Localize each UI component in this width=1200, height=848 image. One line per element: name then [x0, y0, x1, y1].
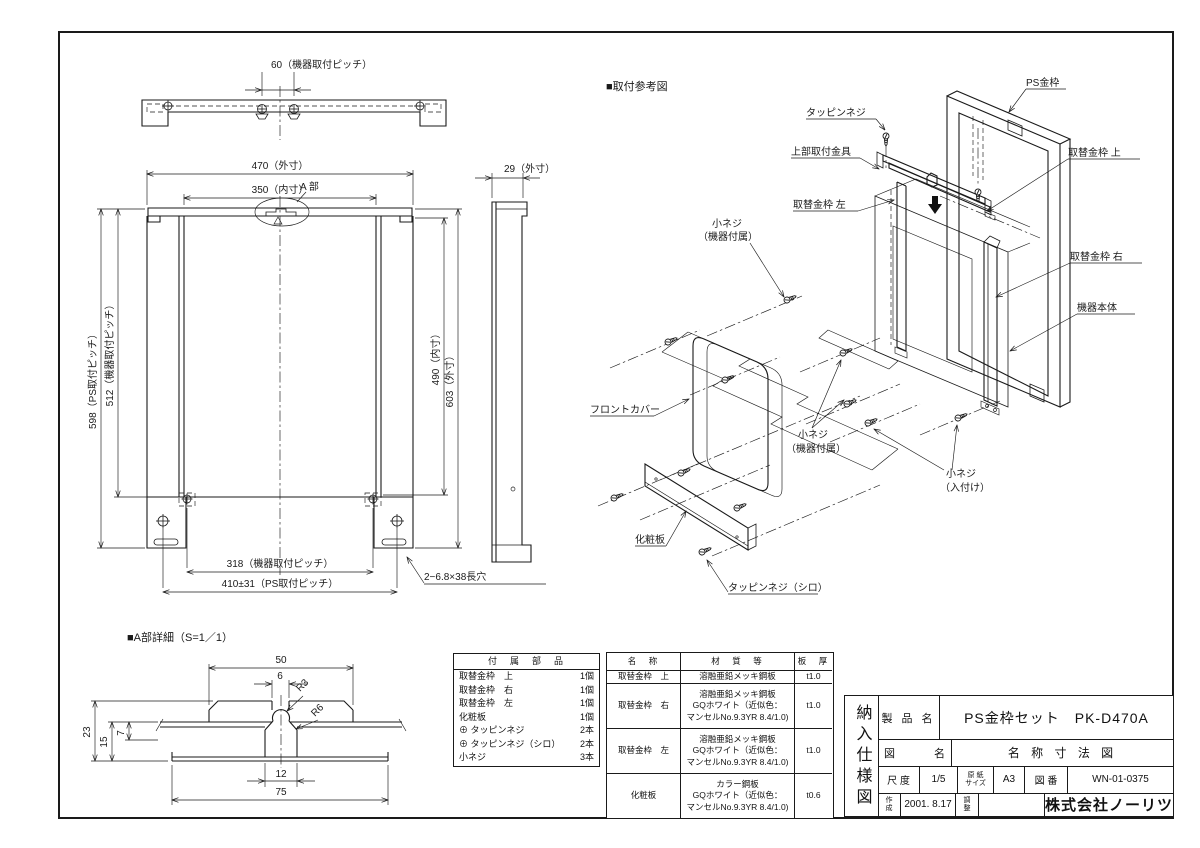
dim-29: 29（外寸）: [504, 162, 555, 175]
label-screw-fitting-1b: （機器付属）: [698, 230, 758, 243]
dim-15: 15: [99, 736, 110, 748]
detail-a-callout: A 部: [300, 180, 319, 193]
material-header-name: 名 称: [607, 653, 681, 671]
label-screw-fitting-2a: 小ネジ: [798, 429, 828, 441]
doc-type-vertical: 納入仕様図: [853, 703, 871, 809]
created-label: 作 成: [878, 793, 901, 816]
top-bracket-part: [876, 151, 996, 221]
frame-left-part: [890, 181, 908, 359]
label-screw-fitting-2b: （機器付属）: [786, 442, 846, 455]
label-tapping-screw: タッピンネジ: [806, 107, 866, 119]
label-screw-insert-b: （入付け）: [940, 481, 990, 494]
dim-r6: R6: [309, 702, 326, 719]
dim-598: 598（PS取付ピッチ）: [86, 329, 99, 429]
adjust-value: [979, 793, 1045, 816]
product-value: PS金枠セット PK-D470A: [964, 709, 1149, 726]
drawing-number-label: 図 番: [1025, 766, 1068, 793]
dim-603: 603（外寸）: [443, 351, 456, 408]
front-view: A 部 470（外寸） 350（内寸） 598（PS取付ピッチ） 512（機: [86, 159, 546, 592]
label-top-bracket: 上部取付金具: [791, 145, 851, 158]
doc-type-cell: 納入仕様図: [845, 696, 879, 816]
label-screw-insert-a: 小ネジ: [946, 468, 976, 480]
top-view: 60（機器取付ピッチ）: [141, 58, 447, 140]
frame-right-part: [980, 235, 1001, 416]
dim-470: 470（外寸）: [252, 159, 309, 172]
insert-direction-arrow: [928, 196, 942, 214]
table-row: ⊕ タッピンネジ（シロ）2本: [459, 738, 594, 749]
screws: [609, 132, 982, 557]
slot-note: 2−6.8×38長穴: [424, 570, 486, 583]
parts-table-header: 付 属 部 品: [454, 654, 599, 670]
dim-318: 318（機器取付ピッチ）: [227, 557, 334, 570]
dim-512: 512（機器取付ピッチ）: [103, 300, 116, 407]
scale-label: 尺 度: [878, 766, 920, 793]
decor-panel-part: [644, 463, 757, 551]
table-row: 取替金枠 左: [607, 729, 681, 774]
paper-size-label: 原 紙 サイズ: [958, 766, 994, 793]
detail-a-view: ■A部詳細（S=1／1） 50 6 R3 R6 23 15: [82, 630, 407, 805]
dim-75: 75: [275, 787, 287, 798]
dim-7: 7: [116, 730, 127, 736]
detail-a-title: ■A部詳細（S=1／1）: [127, 630, 233, 644]
label-decor-panel: 化粧板: [635, 533, 665, 546]
table-row: 化粧板: [607, 774, 681, 818]
assembly-view: ■取付参考図: [590, 76, 1142, 595]
scale-value: 1/5: [920, 766, 958, 793]
created-value: 2001. 8.17: [901, 793, 956, 816]
title-block: 納入仕様図 製 品 名 PS金枠セット PK-D470A 図名 名 称 寸 法 …: [844, 695, 1174, 817]
drawing-value: 名 称 寸 法 図: [1007, 746, 1118, 760]
label-ps-frame: PS金枠: [1026, 76, 1059, 89]
drawing-label: 図名: [878, 739, 952, 766]
side-view: 29（外寸）: [475, 162, 555, 563]
dim-50: 50: [275, 655, 287, 666]
drawing-number-value: WN-01-0375: [1092, 774, 1149, 785]
dim-490: 490（内寸）: [429, 329, 442, 386]
label-appliance: 機器本体: [1077, 301, 1117, 314]
company-name: 株式会社ノーリツ: [1045, 797, 1174, 814]
label-front-cover: フロントカバー: [590, 404, 660, 416]
dim-60: 60（機器取付ピッチ）: [271, 58, 372, 71]
created-row: 作 成 2001. 8.17 調 整 株式会社ノーリツ: [878, 793, 1173, 816]
dim-350: 350（内寸）: [252, 183, 309, 196]
label-frame-left: 取替金枠 左: [793, 198, 846, 211]
material-table: 名 称 材 質 等 板 厚 取替金枠 上 溶融亜鉛メッキ鋼板 t1.0 取替金枠…: [606, 652, 834, 819]
dim-r3: R3: [294, 677, 311, 694]
material-header-thickness: 板 厚: [795, 653, 832, 671]
table-row: 取替金枠 上: [607, 671, 681, 684]
dim-23: 23: [82, 726, 93, 738]
product-label: 製 品 名: [878, 696, 940, 739]
label-frame-right: 取替金枠 右: [1070, 250, 1123, 263]
ps-frame-part: [946, 90, 1072, 408]
label-frame-top: 取替金枠 上: [1068, 146, 1121, 159]
label-tapping-white: タッピンネジ（シロ）: [728, 582, 828, 594]
table-row: 取替金枠 右: [607, 684, 681, 729]
adjust-label: 調 整: [956, 793, 979, 816]
label-screw-fitting-1a: 小ネジ: [712, 218, 742, 230]
scale-row: 尺 度 1/5 原 紙 サイズ A3 図 番 WN-01-0375: [878, 766, 1173, 794]
paper-size-value: A3: [994, 766, 1025, 793]
front-cover-part: [692, 337, 783, 497]
product-row: 製 品 名 PS金枠セット PK-D470A: [878, 696, 1173, 740]
drawing-name-row: 図名 名 称 寸 法 図: [878, 739, 1173, 767]
assembly-labels: タッピンネジ 上部取付金具 取替金枠 左 小ネジ （機器付属） PS金枠 取替金…: [590, 76, 1142, 595]
assembly-title: ■取付参考図: [606, 79, 668, 93]
material-header-material: 材 質 等: [681, 653, 795, 671]
dim-12: 12: [275, 769, 287, 780]
dim-6: 6: [277, 671, 283, 682]
dim-410: 410±31（PS取付ピッチ）: [222, 577, 339, 590]
appliance-part: [874, 178, 1031, 408]
